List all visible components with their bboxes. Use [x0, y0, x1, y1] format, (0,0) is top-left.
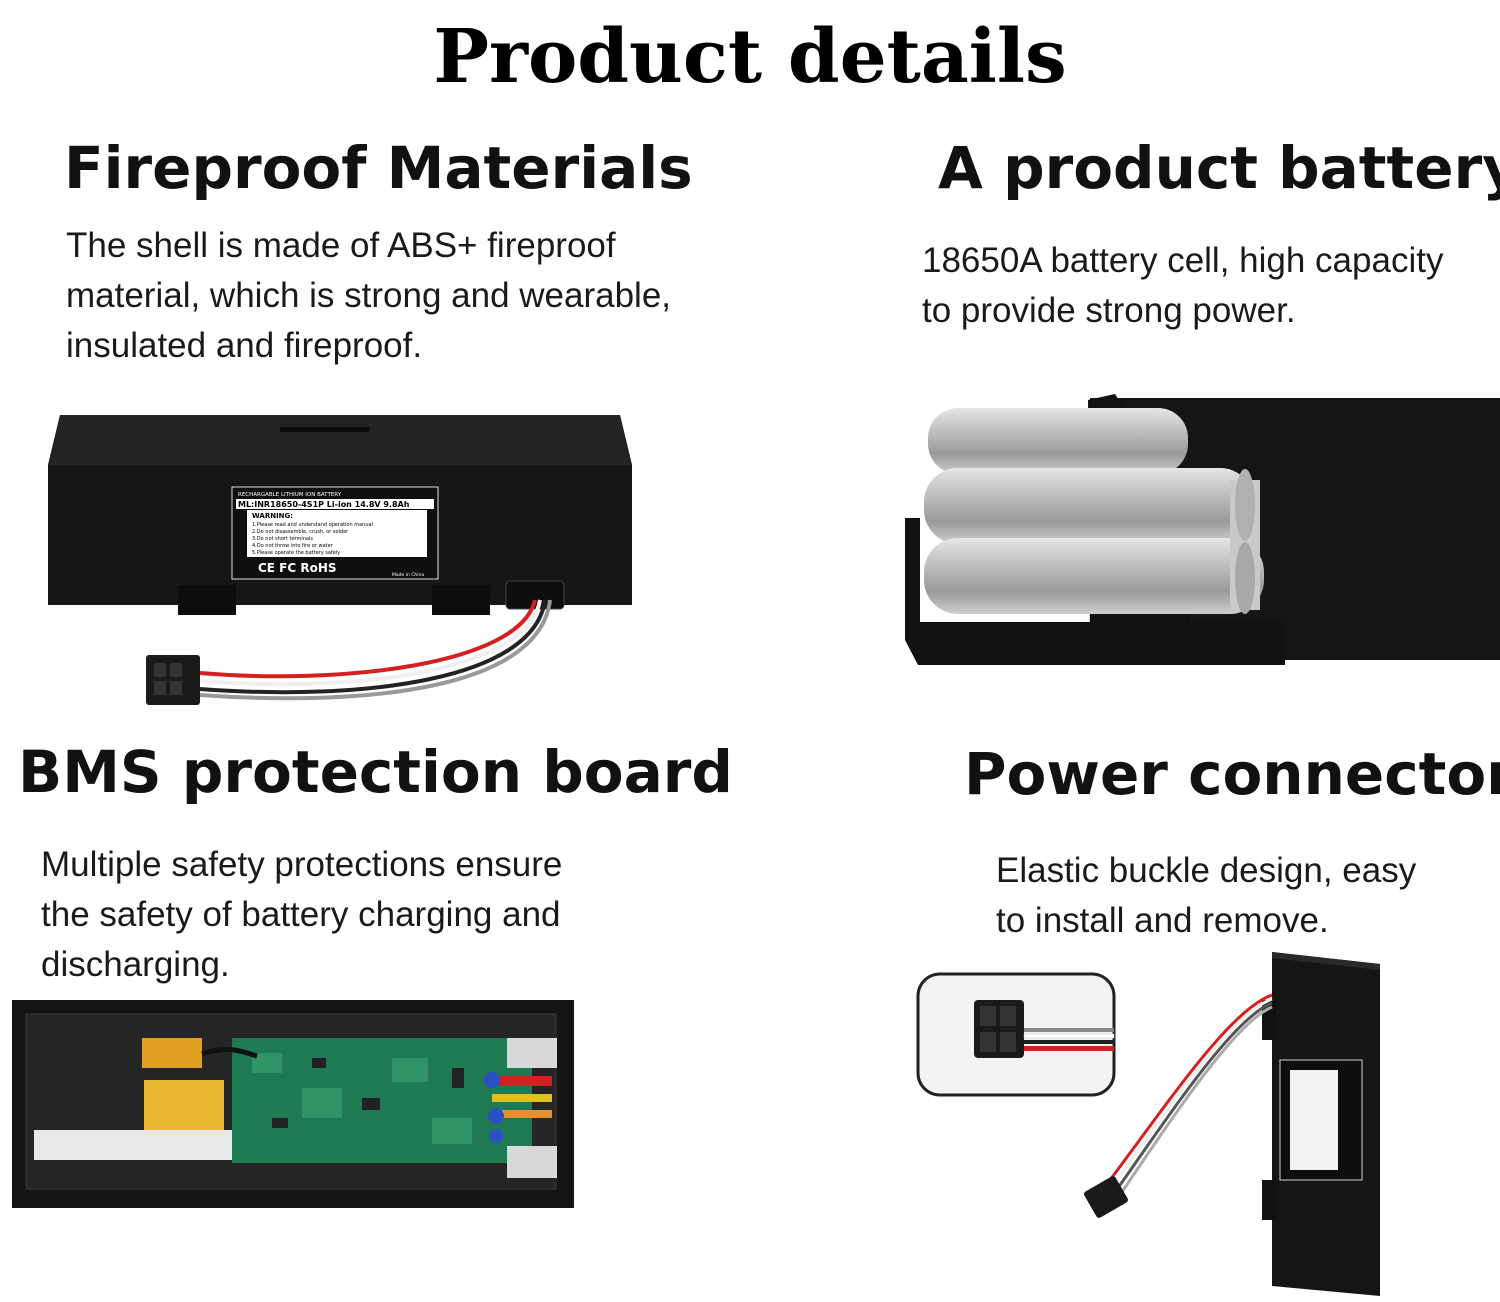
bms-line: the safety of battery charging and	[41, 895, 561, 934]
label-header: RECHARGABLE LITHIUM ION BATTERY	[238, 492, 342, 498]
cell-stack	[924, 408, 1264, 614]
battery-label: RECHARGABLE LITHIUM ION BATTERY ML:INR18…	[231, 486, 439, 580]
battery-description: 18650A battery cell, high capacity to pr…	[922, 236, 1443, 336]
battery-line: to provide strong power.	[922, 291, 1296, 330]
connector-line: Elastic buckle design, easy	[996, 851, 1417, 890]
bms-line: discharging.	[41, 945, 230, 984]
fireproof-description: The shell is made of ABS+ fireproof mate…	[66, 221, 671, 371]
battery-cells-image	[905, 394, 1500, 665]
label-model: ML:INR18650-4S1P Li-ion 14.8V 9.8Ah	[238, 500, 410, 509]
wire-red	[492, 1076, 552, 1086]
connector-battery-image	[1084, 952, 1380, 1296]
label-item: 1.Please read and understand operation m…	[252, 522, 373, 528]
fireproof-line: insulated and fireproof.	[66, 326, 423, 365]
battery-pack-image: RECHARGABLE LITHIUM ION BATTERY ML:INR18…	[48, 415, 632, 705]
cable	[199, 599, 552, 701]
mount-foot	[432, 585, 490, 615]
label-item: 3.Do not short terminals	[252, 536, 313, 542]
fireproof-heading: Fireproof Materials	[64, 134, 693, 202]
connector-line: to install and remove.	[996, 901, 1329, 940]
page-title: Product details	[433, 14, 1067, 100]
mount-foot	[178, 585, 236, 615]
label-item: 4.Do not throw into fire or water	[252, 543, 334, 549]
label-cert-marks: CE FC RoHS	[258, 561, 337, 575]
bms-line: Multiple safety protections ensure	[41, 845, 563, 884]
bms-heading: BMS protection board	[18, 738, 733, 806]
connector-description: Elastic buckle design, easy to install a…	[996, 846, 1416, 946]
label-item: 2.Do not disassemble, crush, or solder	[252, 529, 349, 535]
label-warning: WARNING:	[252, 512, 293, 520]
bms-board-image	[12, 1000, 574, 1208]
battery-heading: A product battery	[938, 134, 1500, 202]
battery-line: 18650A battery cell, high capacity	[922, 241, 1444, 280]
connector-heading: Power connector	[964, 740, 1500, 808]
fireproof-line: material, which is strong and wearable,	[66, 276, 672, 315]
connector-closeup-image	[916, 972, 1116, 1097]
label-item: 5.Please operate the battery safely	[252, 550, 340, 556]
bms-description: Multiple safety protections ensure the s…	[41, 840, 562, 990]
tape-patch	[142, 1038, 202, 1068]
fireproof-line: The shell is made of ABS+ fireproof	[66, 226, 616, 265]
cable	[1108, 993, 1273, 1193]
label-origin: Made in China	[392, 572, 424, 578]
tape-patch	[144, 1080, 224, 1130]
plug	[146, 655, 200, 705]
